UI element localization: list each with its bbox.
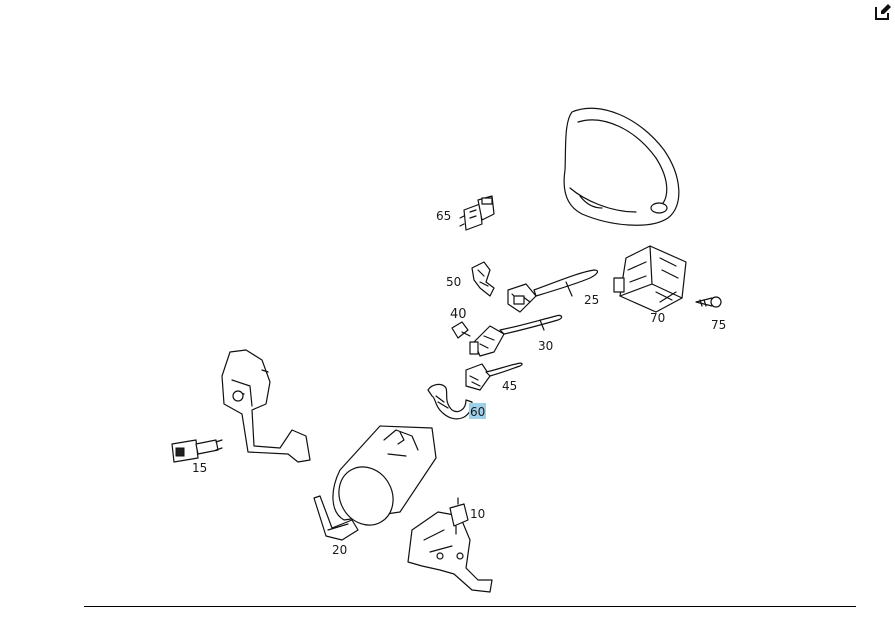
callout-15[interactable]: 15 [192, 461, 207, 475]
part-50-clip[interactable] [471, 261, 495, 297]
part-10-sensor[interactable] [449, 497, 469, 535]
callout-75[interactable]: 75 [711, 318, 726, 332]
edit-icon[interactable] [874, 3, 892, 21]
part-60-ring[interactable] [427, 383, 473, 420]
part-15-switch[interactable] [171, 439, 223, 463]
lower-bracket-part[interactable] [407, 511, 493, 593]
callout-30[interactable]: 30 [538, 339, 553, 353]
callout-60[interactable]: 60 [470, 405, 485, 419]
part-30-stalk[interactable] [469, 314, 563, 357]
bottom-divider [84, 606, 856, 607]
callout-10[interactable]: 10 [470, 507, 485, 521]
callout-25[interactable]: 25 [584, 293, 599, 307]
callout-20[interactable]: 20 [332, 543, 347, 557]
part-75-screw[interactable] [695, 296, 722, 308]
part-40-bulb[interactable] [451, 321, 471, 339]
part-70-housing[interactable] [613, 245, 687, 313]
callout-45[interactable]: 45 [502, 379, 517, 393]
callout-65[interactable]: 65 [436, 209, 451, 223]
part-20-bracket[interactable] [313, 495, 359, 541]
callout-40[interactable]: 40 [450, 307, 467, 322]
callout-60-highlight [469, 403, 486, 419]
part-25-stalk[interactable] [507, 269, 599, 313]
part-45-switch[interactable] [465, 362, 523, 391]
callout-50[interactable]: 50 [446, 275, 461, 289]
part-65-switch[interactable] [459, 195, 495, 231]
callout-70[interactable]: 70 [650, 311, 665, 325]
pedal-bracket-part[interactable] [221, 349, 311, 463]
steering-wheel-part[interactable] [563, 107, 680, 226]
column-cover-part[interactable] [328, 425, 437, 535]
